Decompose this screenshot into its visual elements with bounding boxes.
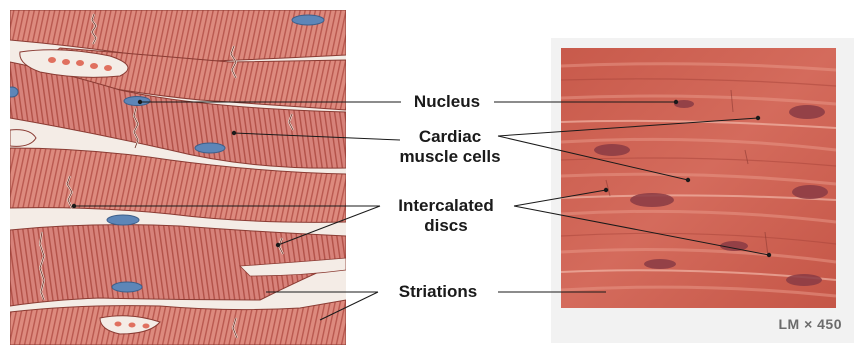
nucleus-shape bbox=[195, 143, 225, 153]
illustration-panel bbox=[6, 10, 346, 345]
micrograph-panel bbox=[551, 38, 854, 343]
cardiac-muscle-cells-label: Cardiac muscle cells bbox=[398, 127, 502, 167]
nucleus-shape bbox=[292, 15, 324, 25]
nucleus-shape bbox=[124, 97, 150, 106]
intercalated-label-line2: discs bbox=[380, 216, 512, 236]
nucleus-shape bbox=[112, 282, 142, 292]
nucleus-label: Nucleus bbox=[402, 92, 492, 112]
cardiac-label-line1: Cardiac bbox=[398, 127, 502, 147]
cardiac-label-line2: muscle cells bbox=[398, 147, 502, 167]
nucleus-shape bbox=[107, 215, 139, 225]
striations-label: Striations bbox=[380, 282, 496, 302]
intercalated-discs-label: Intercalated discs bbox=[380, 196, 512, 236]
magnification-label: LM × 450 bbox=[778, 316, 842, 332]
nucleus-shape bbox=[6, 87, 18, 97]
intercalated-label-line1: Intercalated bbox=[380, 196, 512, 216]
